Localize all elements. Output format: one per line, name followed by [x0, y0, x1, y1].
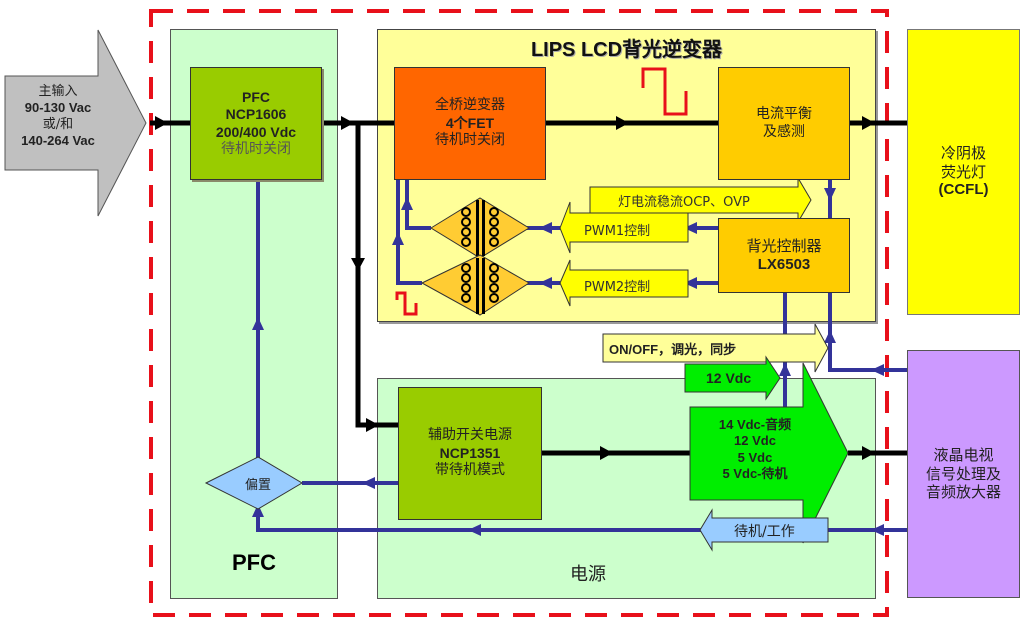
pwm1-label: PWM1控制 — [584, 224, 651, 239]
backlight-controller: 背光控制器 LX6503 — [718, 218, 850, 293]
square-wave-icon — [641, 67, 688, 116]
onoff-label: ON/OFF，调光，同步 — [609, 342, 737, 357]
arrowhead — [684, 277, 697, 289]
arrowhead — [401, 197, 413, 210]
arrowhead — [366, 418, 379, 432]
transformer-1 — [430, 197, 530, 259]
lips-region-title: LIPS LCD背光逆变器 — [530, 39, 723, 61]
main-input-label: 主输入 90-130 Vac 或/和 140-264 Vac — [21, 84, 95, 148]
arrowhead — [616, 116, 629, 130]
pfc-region-label: PFC — [232, 550, 276, 575]
feedback-label: 灯电流稳流OCP、OVP — [618, 195, 750, 210]
out-12v-label: 12 Vdc — [706, 370, 752, 386]
arrowhead — [871, 364, 884, 376]
main-input-arrow — [4, 29, 147, 217]
ccfl-block: 冷阴极 荧光灯 (CCFL) — [907, 29, 1020, 315]
arrowhead — [862, 446, 875, 460]
aux-switching-supply: 辅助开关电源 NCP1351 带待机模式 — [398, 387, 542, 520]
standby-arrow — [699, 508, 829, 552]
arrowhead — [824, 330, 836, 343]
arrowhead — [341, 116, 354, 130]
full-bridge-inverter: 全桥逆变器 4个FET 待机时关闭 — [394, 67, 546, 180]
main-outputs-label: 14 Vdc-音频 12 Vdc 5 Vdc 5 Vdc-待机 — [718, 417, 792, 481]
main-outputs-arrow — [689, 362, 849, 544]
pwm1-arrow — [559, 201, 689, 254]
square-wave-icon — [395, 291, 418, 316]
current-balance-block: 电流平衡 及感测 — [718, 67, 850, 180]
arrowhead — [351, 258, 365, 271]
arrowhead — [392, 232, 404, 245]
line-tv-to-ctrl — [828, 293, 907, 372]
bias-diamond — [204, 456, 303, 510]
arrowhead — [539, 222, 552, 234]
system-boundary — [149, 9, 889, 617]
line-xfmr1-to-bridge — [405, 180, 431, 230]
out-12v-arrow — [684, 355, 781, 401]
pwm2-arrow — [559, 259, 689, 307]
arrowhead — [155, 116, 168, 130]
arrowhead — [824, 188, 836, 201]
arrowhead — [684, 222, 697, 234]
arrowhead — [600, 446, 613, 460]
bias-label: 偏置 — [244, 478, 271, 493]
arrowhead — [779, 363, 791, 376]
tv-processing-block: 液晶电视 信号处理及 音频放大器 — [907, 350, 1020, 598]
transformer-2 — [420, 254, 530, 316]
arrowhead — [252, 504, 264, 517]
pwm2-label: PWM2控制 — [584, 280, 651, 295]
arrowhead — [468, 524, 481, 536]
line-xfmr2-to-bridge — [396, 180, 422, 285]
standby-label: 待机/工作 — [734, 524, 795, 540]
pfc-block: PFC NCP1606 200/400 Vdc 待机时关闭 — [190, 67, 322, 180]
onoff-arrow — [602, 323, 829, 373]
arrowhead — [362, 477, 375, 489]
arrowhead — [252, 317, 264, 330]
arrowhead — [862, 116, 875, 130]
line-bus-to-aux — [355, 123, 398, 428]
power-region-label: 电源 — [570, 564, 606, 585]
arrowhead — [539, 277, 552, 289]
arrowhead — [871, 524, 884, 536]
